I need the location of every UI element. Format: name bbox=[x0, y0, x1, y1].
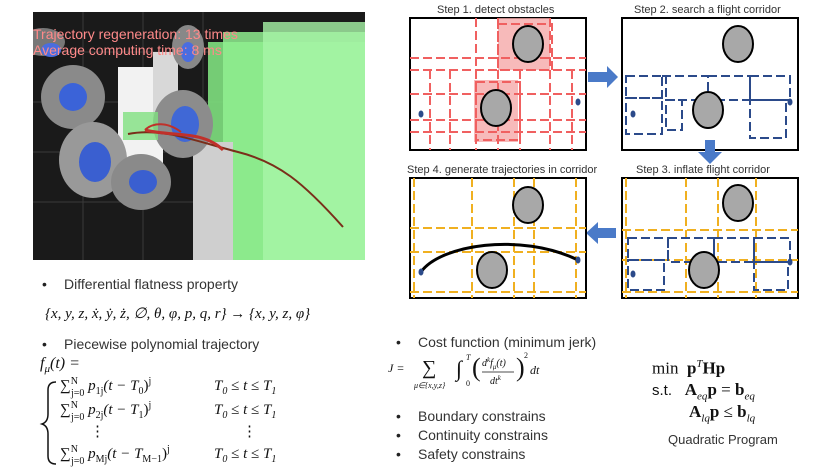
overlay-regeneration: Trajectory regeneration: 13 times bbox=[33, 26, 238, 42]
steps-diagram bbox=[409, 17, 799, 299]
svg-text:J =: J = bbox=[388, 361, 404, 375]
poly-cond-3: ⋮ bbox=[242, 424, 257, 440]
cost-equation: J = ∑ μ∈{x,y,z} ∫ T 0 ( dkfμ(t) dtk ) 2 … bbox=[388, 351, 540, 390]
svg-text:∫: ∫ bbox=[454, 356, 464, 382]
overlay-computing-time: Average computing time: 8 ms bbox=[33, 42, 222, 58]
arrow-step2-step3 bbox=[698, 140, 722, 164]
svg-text:2: 2 bbox=[524, 351, 528, 360]
arrow-step1-step2 bbox=[588, 66, 618, 88]
svg-text:T: T bbox=[466, 353, 471, 362]
bullet-boundary: Boundary constrains bbox=[396, 408, 546, 424]
poly-row-3: ⋮ bbox=[90, 424, 105, 440]
svg-text:dkfμ(t): dkfμ(t) bbox=[482, 356, 507, 371]
simulation-view: Trajectory regeneration: 13 times Averag… bbox=[33, 12, 365, 260]
bullet-continuity: Continuity constrains bbox=[396, 427, 548, 443]
step1-panel bbox=[409, 17, 587, 151]
svg-text:): ) bbox=[516, 353, 525, 382]
svg-text:dtk: dtk bbox=[490, 374, 502, 387]
svg-text:0: 0 bbox=[466, 379, 470, 388]
qp-ineq-constraint: Alqp ≤ blq bbox=[689, 402, 756, 425]
qp-objective: min pTHp bbox=[652, 358, 726, 378]
svg-text:∑: ∑ bbox=[422, 357, 436, 379]
qp-eq-constraint: s.t. Aeqp = beq bbox=[652, 380, 755, 403]
bullet-safety: Safety constrains bbox=[396, 446, 525, 462]
step3-title: Step 3. inflate flight corridor bbox=[636, 164, 770, 176]
qp-title: Quadratic Program bbox=[668, 432, 778, 447]
poly-head: fμ(t) = bbox=[40, 355, 80, 375]
step1-title: Step 1. detect obstacles bbox=[437, 4, 555, 16]
step4-panel bbox=[409, 177, 587, 299]
simulation-scene bbox=[33, 12, 365, 260]
step2-panel bbox=[621, 17, 799, 151]
arrow-step3-step4 bbox=[586, 222, 616, 244]
bullet-polynomial: Piecewise polynomial trajectory bbox=[42, 336, 259, 352]
bullet-flatness: Differential flatness property bbox=[42, 276, 238, 292]
step2-title: Step 2. search a flight corridor bbox=[634, 4, 781, 16]
svg-text:(: ( bbox=[472, 353, 481, 382]
svg-text:μ∈{x,y,z}: μ∈{x,y,z} bbox=[413, 381, 446, 390]
flatness-equation: {x, y, z, ẋ, ẏ, ż, ∅, θ, φ, p, q, r} → {… bbox=[45, 306, 311, 322]
step3-panel bbox=[621, 177, 799, 299]
bullet-cost-function: Cost function (minimum jerk) bbox=[396, 334, 596, 350]
poly-cond-1: T0 ≤ t ≤ T1 bbox=[214, 378, 276, 397]
qp-st-label: s.t. bbox=[652, 382, 673, 399]
poly-cond-4: T0 ≤ t ≤ T1 bbox=[214, 446, 276, 465]
svg-text:dt: dt bbox=[530, 363, 540, 377]
qp-min-label: min bbox=[652, 358, 679, 378]
step4-title: Step 4. generate trajectories in corrido… bbox=[407, 164, 598, 176]
poly-cond-2: T0 ≤ t ≤ T1 bbox=[214, 402, 276, 421]
